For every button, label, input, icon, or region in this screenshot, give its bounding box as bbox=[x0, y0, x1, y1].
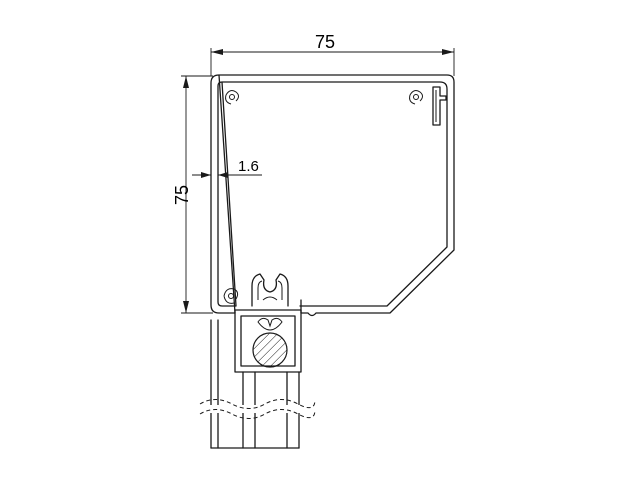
width-dimension: 75 bbox=[210, 32, 455, 76]
width-dimension-label: 75 bbox=[315, 32, 335, 52]
bottom-rail bbox=[234, 273, 302, 373]
height-dimension-label: 75 bbox=[172, 185, 192, 205]
guide-rail bbox=[199, 319, 316, 449]
box-profile bbox=[210, 74, 455, 317]
height-dimension: 75 bbox=[172, 75, 213, 314]
wall-thickness-label: 1.6 bbox=[238, 158, 259, 175]
seal-gasket bbox=[252, 332, 288, 368]
